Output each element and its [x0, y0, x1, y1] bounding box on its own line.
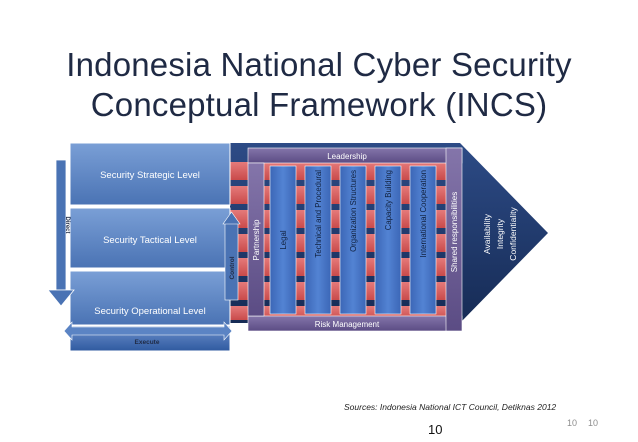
execute-label: Execute: [135, 339, 160, 346]
shared-responsibilities-label: Shared responsibilities: [450, 192, 459, 273]
level-label-tactical: Security Tactical Level: [103, 235, 197, 246]
source-note: Sources: Indonesia National ICT Council,…: [344, 402, 557, 412]
pillar-column: [339, 165, 367, 315]
pillar-label: Legal: [279, 230, 288, 249]
risk-management-label: Risk Management: [315, 320, 380, 329]
pillar-label: Organization Structures: [349, 170, 358, 252]
pillar-column: [304, 165, 332, 315]
page-number-right-b: 10: [588, 418, 599, 428]
outcome-confidentiality: Confidentiality: [508, 207, 518, 261]
partnership-label: Partnership: [252, 219, 261, 260]
level-box-operational: [69, 270, 231, 326]
level-label-strategic: Security Strategic Level: [100, 170, 200, 181]
direct-label: Direct: [64, 216, 70, 233]
control-label: Control: [229, 256, 236, 279]
outcome-availability: Availability: [482, 213, 492, 254]
control-arrow-head: [222, 211, 241, 225]
page-number-bottom: 10: [428, 422, 443, 437]
direct-arrow-head: [47, 289, 75, 307]
title-line-2: Conceptual Framework (INCS): [90, 86, 548, 123]
level-box-strategic: [69, 142, 231, 206]
pillar-label: Capacity Building: [384, 170, 393, 230]
partnership-column: [247, 162, 265, 317]
level-box-tactical: [69, 207, 231, 269]
pillar-column: [409, 165, 437, 315]
leadership-label: Leadership: [327, 152, 367, 161]
title-line-1: Indonesia National Cyber Security: [66, 46, 572, 83]
page-number-right-a: 10: [567, 418, 578, 428]
pillar-label: International Cooperation: [419, 170, 428, 258]
pillars-group: Legal Technical and Procedural Organizatio…: [269, 165, 437, 315]
pillar-column: [374, 165, 402, 315]
level-label-operational: Security Operational Level: [94, 306, 205, 317]
outcome-integrity: Integrity: [495, 218, 505, 249]
pillar-label: Technical and Procedural: [314, 170, 323, 258]
shared-responsibilities-column: [445, 147, 463, 332]
execute-arrow: [63, 321, 233, 341]
pillar-column: [269, 165, 297, 315]
